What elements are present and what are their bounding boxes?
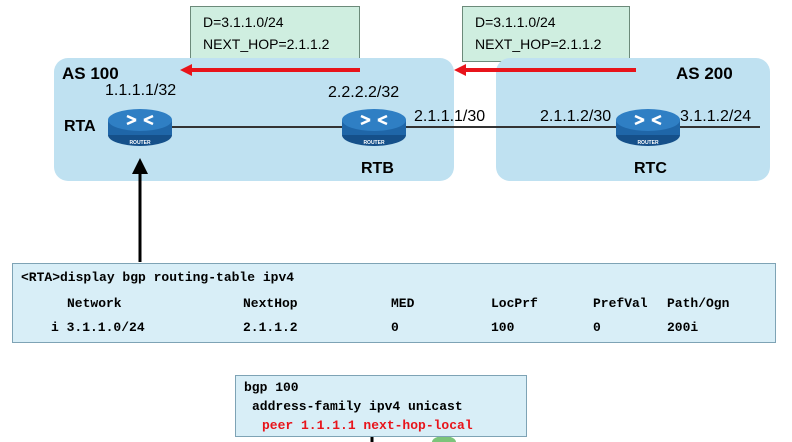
config-line-peer-next-hop-local: peer 1.1.1.1 next-hop-local <box>262 418 473 433</box>
rtc-lan-ip-label: 3.1.1.2/24 <box>680 108 752 125</box>
update-box-left: D=3.1.1.0/24 NEXT_HOP=2.1.1.2 <box>190 6 360 62</box>
rta-ip-label: 1.1.1.1/32 <box>105 82 177 99</box>
bgp-routing-table-output: <RTA>display bgp routing-table ipv4 Netw… <box>12 263 776 343</box>
row-network: i 3.1.1.0/24 <box>51 320 145 335</box>
red-arrowhead-left <box>180 64 192 76</box>
rtb-router-badge: ROUTER <box>363 140 385 146</box>
as200-label: AS 200 <box>676 64 733 83</box>
row-med: 0 <box>391 320 399 335</box>
header-path-ogn: Path/Ogn <box>667 296 730 311</box>
header-med: MED <box>391 296 415 311</box>
router-rta-icon[interactable]: ROUTER <box>107 107 173 147</box>
rtb-link-ip-label: 2.1.1.1/30 <box>414 108 486 125</box>
update-right-dest: D=3.1.1.0/24 <box>475 14 556 30</box>
rtc-name-label: RTC <box>634 160 667 177</box>
router-rtc-icon[interactable]: ROUTER <box>615 107 681 147</box>
rtc-link-ip-label: 2.1.1.2/30 <box>540 108 612 125</box>
update-left-next-hop: NEXT_HOP=2.1.1.2 <box>203 36 330 52</box>
console-command: <RTA>display bgp routing-table ipv4 <box>21 270 295 285</box>
row-locprf: 100 <box>491 320 515 335</box>
router-rtb-icon[interactable]: ROUTER <box>341 107 407 147</box>
rtb-name-label: RTB <box>361 160 394 177</box>
rta-router-badge: ROUTER <box>129 140 151 146</box>
header-locprf: LocPrf <box>491 296 538 311</box>
rtc-router-badge: ROUTER <box>637 140 659 146</box>
update-box-right: D=3.1.1.0/24 NEXT_HOP=2.1.1.2 <box>462 6 630 62</box>
black-arrowhead-up <box>132 158 148 174</box>
update-left-dest: D=3.1.1.0/24 <box>203 14 284 30</box>
rtb-ip-label: 2.2.2.2/32 <box>328 84 400 101</box>
config-line-bgp: bgp 100 <box>244 380 299 395</box>
update-right-next-hop: NEXT_HOP=2.1.1.2 <box>475 36 602 52</box>
row-prefval: 0 <box>593 320 601 335</box>
green-marker <box>432 436 456 442</box>
row-nexthop: 2.1.1.2 <box>243 320 298 335</box>
header-nexthop: NextHop <box>243 296 298 311</box>
bgp-config-box: bgp 100 address-family ipv4 unicast peer… <box>235 375 527 437</box>
red-arrowhead-right <box>454 64 466 76</box>
row-path-ogn: 200i <box>667 320 699 335</box>
header-prefval: PrefVal <box>593 296 648 311</box>
config-line-address-family: address-family ipv4 unicast <box>252 399 463 414</box>
as100-label: AS 100 <box>62 64 119 83</box>
header-network: Network <box>67 296 122 311</box>
rta-name-label: RTA <box>64 118 96 135</box>
